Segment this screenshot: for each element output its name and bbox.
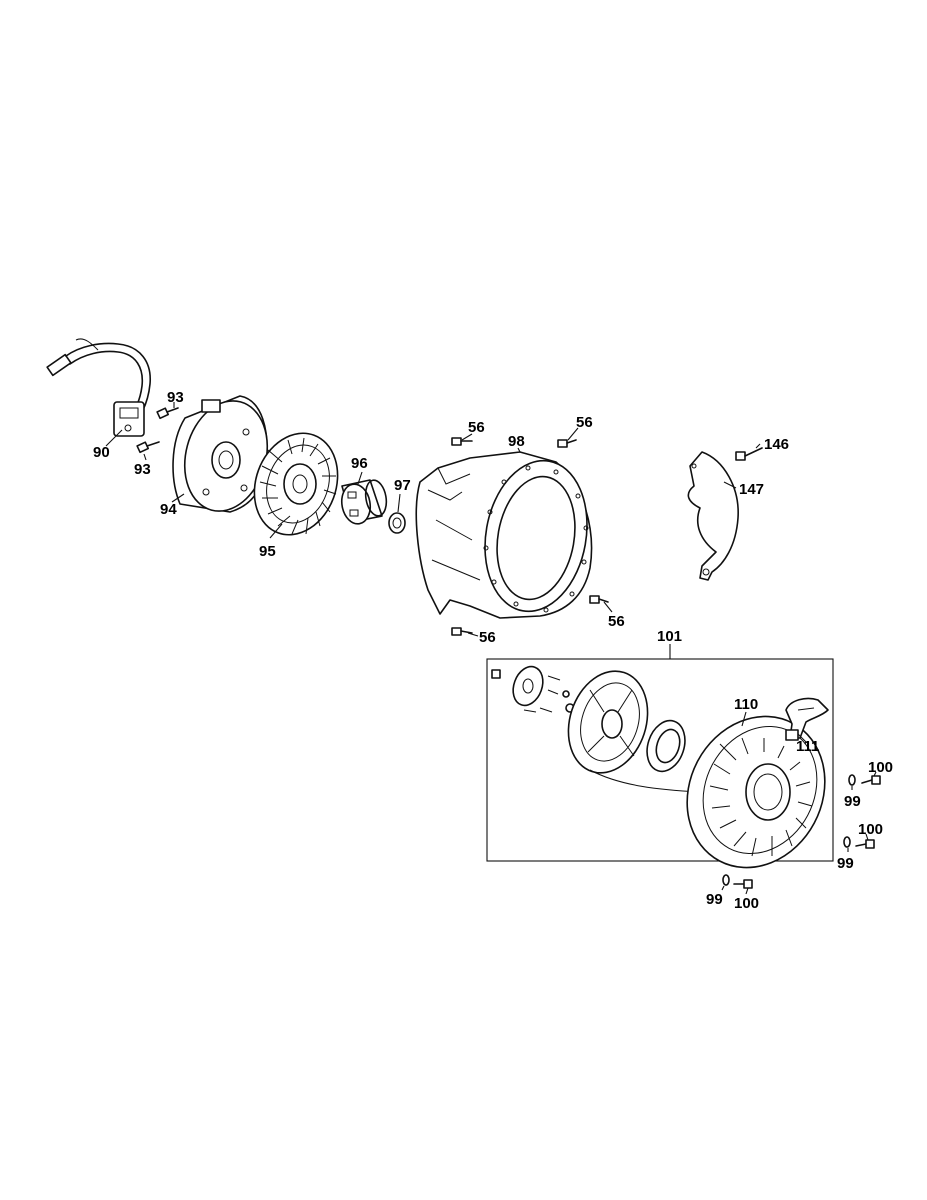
part-56-bolt-d [451,627,473,636]
callout-97: 97 [394,477,411,494]
callout-100-b: 100 [858,821,883,838]
part-pawl-plate [491,665,575,713]
callout-95: 95 [259,543,276,560]
part-56-bolt-b [557,439,577,448]
callout-96: 96 [351,455,368,472]
callout-99-a: 99 [844,793,861,810]
leader-lines [105,402,877,895]
callout-56-c: 56 [608,613,625,630]
assembly-101-frame [486,658,834,862]
part-98-fan-shroud [415,451,593,619]
callout-99-b: 99 [837,855,854,872]
callout-93-lower: 93 [134,461,151,478]
part-56-bolt-c [589,595,609,604]
part-96-starter-cup [340,479,388,525]
callout-93-upper: 93 [167,389,184,406]
part-100-bolt-a [861,775,881,785]
part-recoil-reel [567,670,649,774]
callout-101: 101 [657,628,682,645]
part-93-bolt-lower [136,441,160,454]
callout-94: 94 [160,501,177,518]
part-95-flywheel-fan [253,432,339,536]
part-100-bolt-b [855,839,875,849]
callout-56-a: 56 [468,419,485,436]
callout-100-c: 100 [734,895,759,912]
part-99-washer-c [722,874,730,886]
callout-111: 111 [796,738,819,755]
callout-99-c: 99 [706,891,723,908]
part-146-bolt [735,447,763,461]
callout-56-d: 56 [479,629,496,646]
callout-110: 110 [734,696,758,713]
callout-147: 147 [739,481,764,498]
part-99-washer-a [848,774,856,786]
part-97-nut [388,512,406,534]
callout-98: 98 [508,433,525,450]
part-93-bolt-upper [156,407,179,420]
part-111-starter-handle [785,697,829,741]
callout-90: 90 [93,444,110,461]
callout-146: 146 [764,436,789,453]
part-110-starter-case [686,715,826,869]
callout-56-b: 56 [576,414,593,431]
part-56-bolt-a [451,437,473,446]
part-99-washer-b [843,836,851,848]
part-94-flywheel-housing [172,395,269,513]
part-100-bolt-c [733,879,753,889]
part-90-ignition-coil [46,338,151,437]
part-147-guard-plate [687,451,739,581]
callout-100-a: 100 [868,759,893,776]
part-recoil-spring [646,719,686,773]
